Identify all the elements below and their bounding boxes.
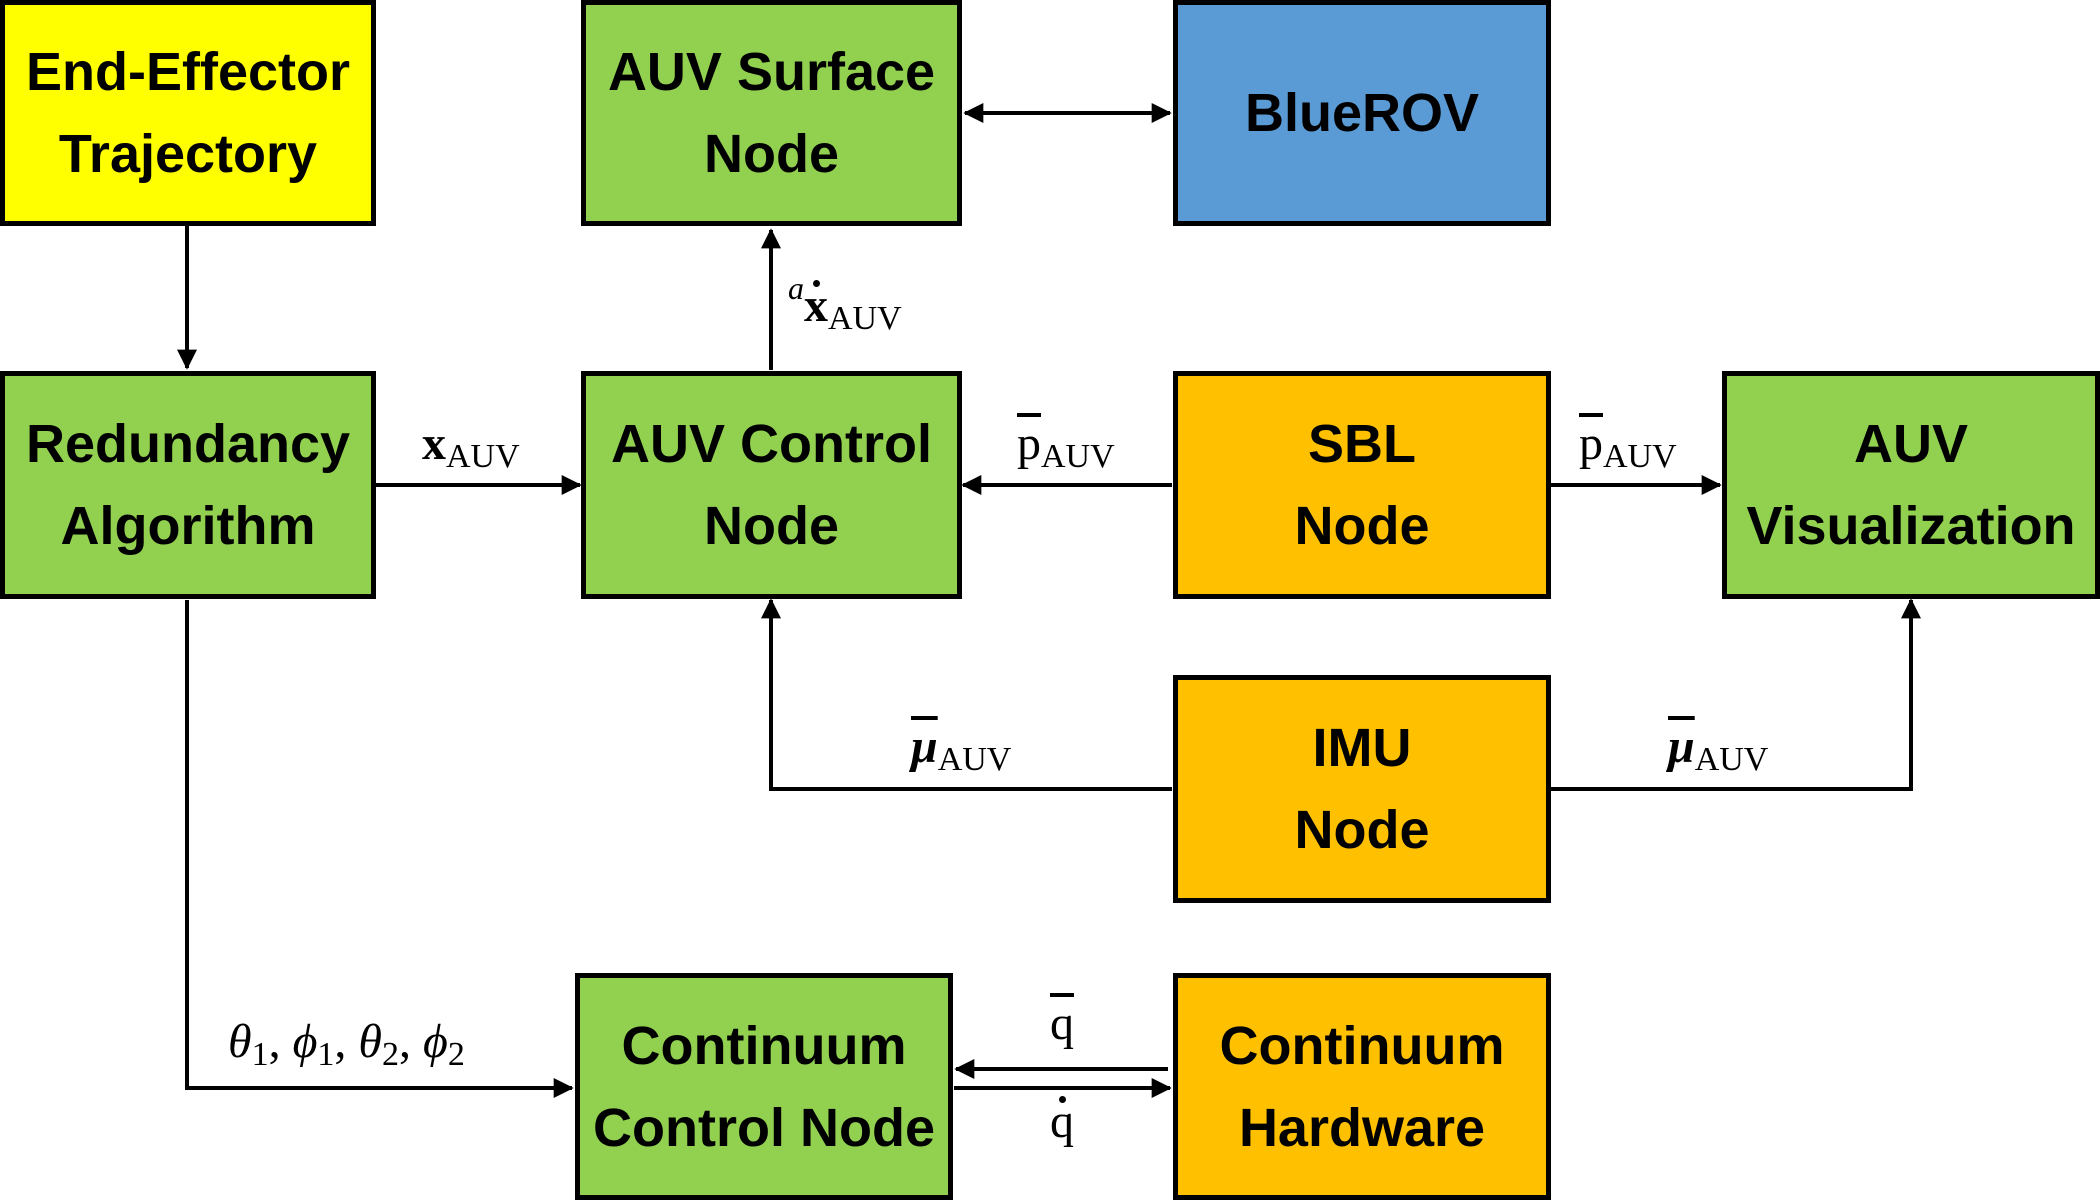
edge-label-subscript: AUV [828,300,902,337]
edge-label-p-auv-vis: pAUV [1579,420,1677,474]
node-label-line1: End-Effector [26,42,350,102]
edge-label-subscript: 2 [382,1036,399,1073]
edge-label-subscript: AUV [1041,438,1115,475]
edge-label-symbol: x [804,279,828,332]
edge-label-symbol: μ [1668,720,1695,773]
node-label-line1: BlueROV [1244,83,1480,143]
node-auv-control: AUV Control Node [581,371,962,599]
node-auv-surface: AUV Surface Node [581,0,962,226]
edge-label-subscript: AUV [1694,741,1769,778]
node-label-line1: AUV Control [611,414,932,474]
edge-label-theta: θ [358,1015,382,1068]
node-continuum-control: Continuum Control Node [575,973,953,1200]
node-label-line2: Node [704,496,839,556]
edge-label-superscript: a [788,270,804,306]
node-label-line2: Node [1294,496,1430,556]
node-label-line2: Control Node [593,1097,935,1158]
edge-label-theta: θ [228,1015,252,1068]
node-label-line2: Hardware [1238,1097,1486,1158]
node-label-line2: Algorithm [60,496,316,556]
edge-label-separator: , [334,1015,359,1068]
arrow-imu-to-auvvisualization [1550,598,1921,791]
node-label-line2: Trajectory [58,124,318,184]
node-label-line1: Continuum [1219,1015,1505,1076]
edge-label-phi: ϕ [423,1015,448,1068]
node-continuum-hardware: Continuum Hardware [1173,973,1551,1200]
node-imu: IMU Node [1173,675,1551,903]
node-label-line1: SBL [1308,414,1416,474]
edge-label-symbol: p [1017,417,1041,470]
node-auv-visualization: AUV Visualization [1722,371,2100,599]
node-bluerov: BlueROV [1173,0,1551,226]
edge-label-xdot-auv: axAUV [788,272,902,336]
edge-label-symbol: q [1050,1095,1074,1148]
node-label-line1: IMU [1312,718,1412,778]
edge-label-symbol: q [1050,997,1074,1050]
edge-label-mu-auv-vis: μAUV [1668,723,1768,777]
edge-label-phi: ϕ [292,1015,318,1068]
node-end-effector-trajectory: End-Effector Trajectory [0,0,376,226]
edge-label-subscript: 1 [251,1036,269,1073]
edge-label-symbol: x [422,417,446,470]
node-label-line1: AUV Surface [607,42,936,102]
node-label-line2: Visualization [1746,496,2076,556]
edge-label-subscript: AUV [1603,438,1677,475]
edge-label-qdot: q [1050,1095,1074,1148]
edge-label-separator: , [399,1015,423,1068]
edge-label-separator: , [268,1015,293,1068]
edge-label-mu-auv-control: μAUV [911,723,1011,777]
node-label-line2: Node [704,124,839,184]
arrow-redundancy-to-continuumcontrol [185,600,574,1098]
edge-label-joint-angles: θ1, ϕ1, θ2, ϕ2 [228,1018,465,1072]
node-sbl: SBL Node [1173,371,1551,599]
edge-label-x-auv: xAUV [422,420,520,474]
node-label-line1: AUV [1853,414,1968,474]
edge-label-subscript: AUV [446,438,520,475]
edge-label-p-auv-control: pAUV [1017,420,1115,474]
node-redundancy-algorithm: Redundancy Algorithm [0,371,376,599]
node-label-line1: Continuum [621,1015,907,1076]
edge-label-subscript: 2 [447,1036,465,1073]
node-label-line1: Redundancy [25,414,351,474]
node-label-line2: Node [1294,800,1430,860]
edge-label-symbol: p [1579,417,1603,470]
edge-label-subscript: 1 [317,1036,335,1073]
arrow-imu-to-auvcontrol [761,598,1172,791]
edge-label-q: q [1050,1000,1074,1048]
edge-label-symbol: μ [911,720,938,773]
edge-label-subscript: AUV [937,741,1012,778]
